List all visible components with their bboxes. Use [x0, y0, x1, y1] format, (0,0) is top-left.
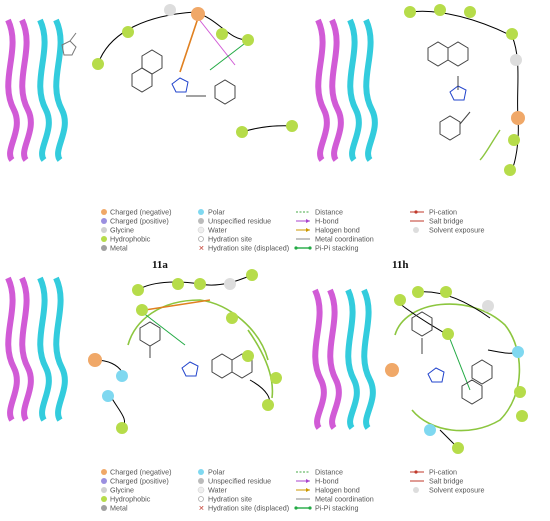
legend-label: Salt bridge	[429, 477, 463, 486]
legend-label: Hydrophobic	[110, 495, 151, 504]
legend-label: Charged (positive)	[110, 477, 169, 486]
legend-label: Salt bridge	[429, 217, 463, 226]
panel-11h	[315, 4, 525, 176]
legend-labels-col1: Charged (negative) Charged (positive) Gl…	[110, 208, 172, 253]
legend-label: Hydration site	[208, 495, 252, 504]
interaction-lines	[409, 10, 519, 172]
ligand-2d-structure	[427, 41, 471, 141]
legend-bottom: ✕ Charged (negative) Charged (positive) …	[101, 468, 485, 513]
legend-label: Metal	[110, 504, 128, 513]
legend-label: Pi-Pi stacking	[315, 504, 359, 513]
legend-label: Hydrophobic	[110, 235, 151, 244]
compound-label-11a: 11a	[152, 259, 168, 271]
protein-helix-ribbon	[5, 18, 68, 162]
legend-label: Halogen bond	[315, 226, 360, 235]
ligand-2d-structure	[139, 321, 253, 379]
legend-labels-col2: Polar Unspecified residue Water Hydratio…	[208, 208, 289, 253]
legend-label: Polar	[208, 208, 225, 217]
legend-labels-col4: Pi-cation Salt bridge Solvent exposure	[429, 208, 485, 235]
legend-swatches: ✕	[101, 469, 424, 513]
legend-label: Charged (negative)	[110, 208, 172, 217]
legend-label: Pi-Pi stacking	[315, 244, 359, 253]
legend-labels-col3: Distance H-bond Halogen bond Metal coord…	[315, 208, 374, 253]
legend-label: Metal	[110, 244, 128, 253]
legend-label: Glycine	[110, 226, 134, 235]
panel-bottom-right	[312, 286, 528, 454]
legend-label: Hydration site (displaced)	[208, 244, 289, 253]
panel-11a	[5, 4, 298, 162]
legend-labels-col3: Distance H-bond Halogen bond Metal coord…	[315, 468, 374, 513]
legend-label: Metal coordination	[315, 235, 374, 244]
protein-helix-ribbon	[5, 276, 68, 422]
legend-label: Hydration site	[208, 235, 252, 244]
svg-text:✕: ✕	[199, 505, 205, 513]
legend-label: H-bond	[315, 217, 339, 226]
ligand-2d-structure	[131, 49, 236, 105]
legend-labels-col4: Pi-cation Salt bridge Solvent exposure	[429, 468, 485, 495]
legend-swatches: ✕	[101, 209, 424, 253]
legend-label: Distance	[315, 468, 343, 477]
interaction-lines	[94, 274, 270, 429]
residue-discs	[92, 4, 298, 138]
ligand-2d-structure	[411, 311, 493, 405]
legend-label: Pi-cation	[429, 208, 457, 217]
legend-label: Unspecified residue	[208, 217, 271, 226]
legend-label: Solvent exposure	[429, 226, 485, 235]
legend-labels-col1: Charged (negative) Charged (positive) Gl…	[110, 468, 172, 513]
residue-discs	[88, 269, 282, 434]
legend-label: Hydration site (displaced)	[208, 504, 289, 513]
binding-pocket-outline	[394, 303, 521, 432]
legend-label: Solvent exposure	[429, 486, 485, 495]
legend-top: ✕ Charged (negative) Charged (positive) …	[101, 208, 485, 253]
svg-text:✕: ✕	[199, 245, 205, 253]
interaction-lines	[394, 291, 519, 449]
legend-label: Water	[208, 486, 228, 495]
legend-label: Pi-cation	[429, 468, 457, 477]
residue-discs	[385, 286, 528, 454]
protein-helix-ribbon	[315, 18, 378, 162]
legend-labels-col2: Polar Unspecified residue Water Hydratio…	[208, 468, 289, 513]
legend-label: Water	[208, 226, 228, 235]
compound-label-11h: 11h	[392, 259, 409, 271]
panel-bottom-left	[5, 269, 282, 434]
legend-label: Charged (positive)	[110, 217, 169, 226]
legend-label: Polar	[208, 468, 225, 477]
legend-label: Metal coordination	[315, 495, 374, 504]
binding-pocket-outline	[127, 299, 274, 399]
legend-label: Distance	[315, 208, 343, 217]
legend-label: H-bond	[315, 477, 339, 486]
legend-label: Glycine	[110, 486, 134, 495]
legend-label: Unspecified residue	[208, 477, 271, 486]
protein-helix-ribbon	[312, 288, 376, 430]
legend-label: Charged (negative)	[110, 468, 172, 477]
legend-label: Halogen bond	[315, 486, 360, 495]
ligand-stick-model	[61, 32, 77, 56]
residue-discs	[404, 4, 525, 176]
